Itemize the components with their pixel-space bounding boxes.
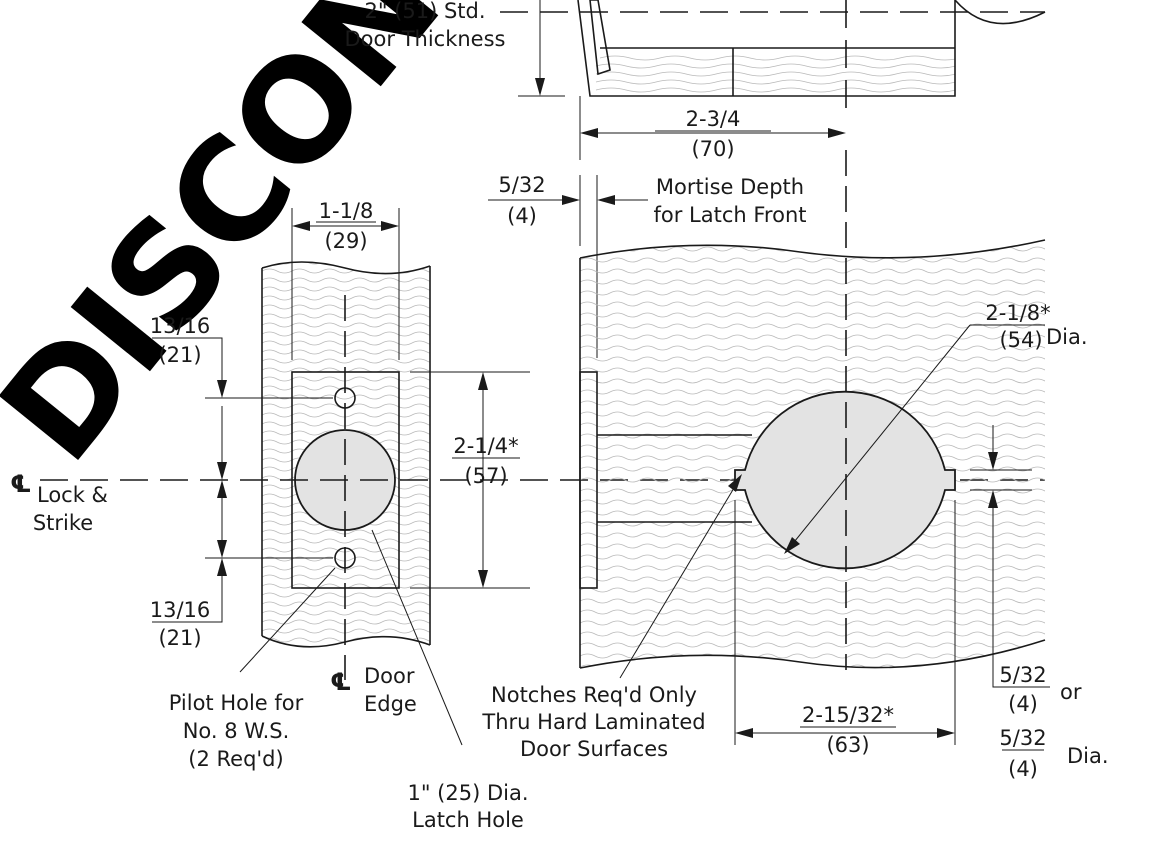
front-height-frac: 2-1/4* (453, 434, 518, 458)
notch-dia-frac: 5/32 (999, 726, 1046, 750)
bore-dia-frac: 2-1/8* (985, 301, 1050, 325)
notch-span-frac: 2-15/32* (802, 703, 894, 727)
top-view (500, 0, 1046, 120)
latch-hole-label-2: Latch Hole (412, 808, 524, 832)
notch-dia-suffix: Dia. (1067, 744, 1109, 768)
notches-label-3: Door Surfaces (520, 737, 668, 761)
cl-door-symbol: ℄ (330, 668, 352, 696)
bore-dia-suffix: Dia. (1046, 325, 1088, 349)
mortise-label-1: Mortise Depth (656, 175, 804, 199)
cl-door-label-1: Door (364, 664, 415, 688)
front-height-mm: (57) (464, 464, 507, 488)
pilot-hole-label-1: Pilot Hole for (169, 691, 304, 715)
front-width-frac: 1-1/8 (319, 199, 374, 223)
top-view-grain (595, 55, 955, 93)
mortise-label-2: for Latch Front (654, 203, 807, 227)
top-screw-frac: 13/16 (150, 314, 211, 338)
backset-frac: 2-3/4 (686, 107, 741, 131)
cl-door-label-2: Edge (364, 692, 417, 716)
backset-dimension (579, 96, 846, 160)
pilot-hole-label-2: No. 8 W.S. (183, 719, 290, 743)
bottom-screw-frac: 13/16 (150, 598, 211, 622)
notch-width-suffix: or (1060, 680, 1082, 704)
notch-span-mm: (63) (826, 733, 869, 757)
notch-width-mm: (4) (1008, 692, 1038, 716)
face-view (579, 150, 1050, 745)
pilot-hole-label-3: (2 Req'd) (188, 747, 283, 771)
bottom-screw-mm: (21) (158, 626, 201, 650)
mortise-mm: (4) (507, 204, 537, 228)
door-thickness-label-2: Door Thickness (345, 27, 506, 51)
notches-label-1: Notches Req'd Only (491, 683, 697, 707)
backset-mm: (70) (691, 137, 734, 161)
cl-lock-label-2: Strike (33, 511, 93, 535)
notch-width-frac: 5/32 (999, 663, 1046, 687)
front-width-mm: (29) (324, 229, 367, 253)
latch-hole-label-1: 1" (25) Dia. (407, 781, 528, 805)
bore-dia-mm: (54) (999, 328, 1042, 352)
cl-lock-label-1: Lock & (37, 483, 108, 507)
notches-label-2: Thru Hard Laminated (481, 710, 705, 734)
top-screw-mm: (21) (158, 343, 201, 367)
mortise-dimension (488, 175, 648, 358)
notch-dia-mm: (4) (1008, 757, 1038, 781)
mortise-frac: 5/32 (498, 173, 545, 197)
cl-lock-symbol: ℄ (10, 470, 32, 498)
door-thickness-label-1: 2" (51) Std. (364, 0, 485, 23)
